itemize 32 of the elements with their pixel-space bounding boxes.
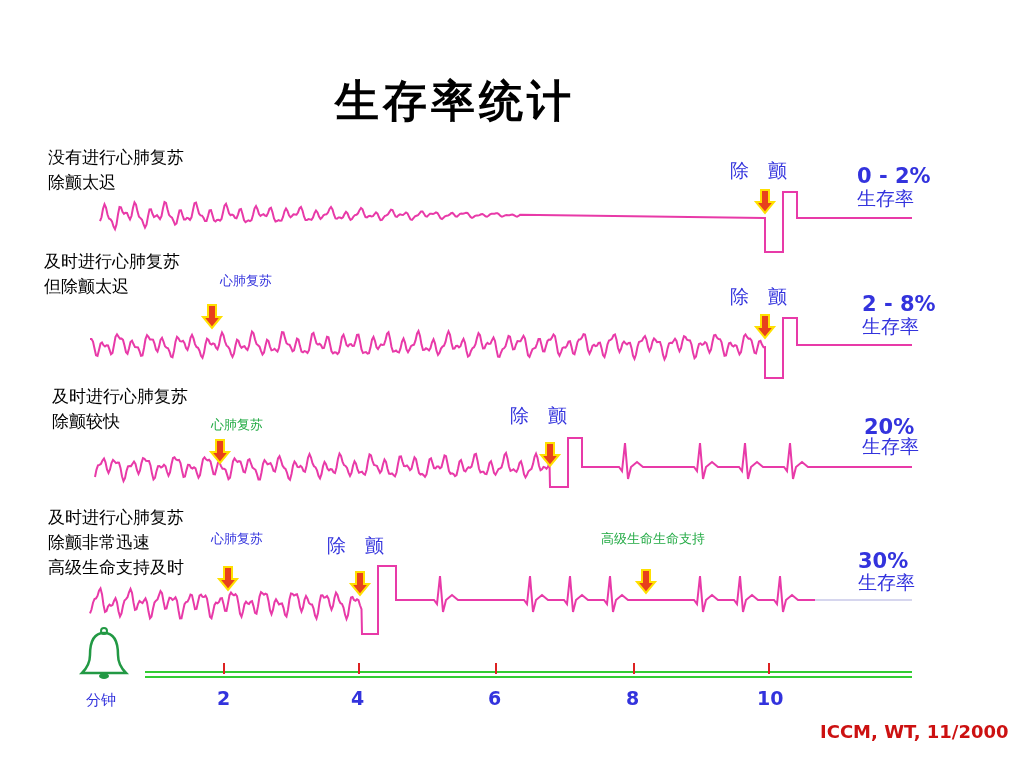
event-label: 心肺复苏 [211, 532, 263, 547]
event-label: 高级生命生命支持 [601, 532, 705, 547]
event-label: 除 颤 [730, 160, 787, 181]
event-label: 除 颤 [510, 405, 567, 426]
event-label: 除 颤 [327, 535, 384, 556]
axis-tick-label: 8 [626, 688, 640, 709]
title: 生存率统计 [333, 74, 576, 128]
axis-tick-label: 4 [351, 688, 365, 709]
row-description: 除颤较快 [52, 412, 120, 431]
survival-rate-label: 生存率 [862, 316, 919, 337]
survival-rate-label: 生存率 [862, 436, 919, 457]
axis-tick-label: 6 [488, 688, 502, 709]
survival-rate-label: 生存率 [858, 572, 915, 593]
row-description: 但除颤太迟 [44, 277, 129, 296]
row-description: 除颤太迟 [48, 173, 116, 192]
survival-rate: 30% [858, 550, 909, 573]
event-label: 心肺复苏 [211, 418, 263, 433]
event-label: 心肺复苏 [220, 274, 272, 289]
survival-rate: 0 - 2% [857, 165, 931, 189]
row-description: 及时进行心肺复苏 [44, 252, 180, 271]
axis-title: 分钟 [86, 692, 116, 709]
row-description: 及时进行心肺复苏 [52, 387, 188, 406]
axis-tick-label: 10 [757, 688, 784, 709]
survival-rate-label: 生存率 [857, 188, 914, 209]
row-description: 及时进行心肺复苏 [48, 508, 184, 527]
axis-tick-label: 2 [217, 688, 231, 709]
source-note: ICCM, WT, 11/2000 [820, 722, 1009, 742]
row-description: 高级生命支持及时 [48, 558, 184, 577]
row-description: 除颤非常迅速 [48, 533, 150, 552]
event-label: 除 颤 [730, 286, 787, 307]
survival-rate: 2 - 8% [862, 293, 936, 317]
row-description: 没有进行心肺复苏 [48, 148, 184, 167]
